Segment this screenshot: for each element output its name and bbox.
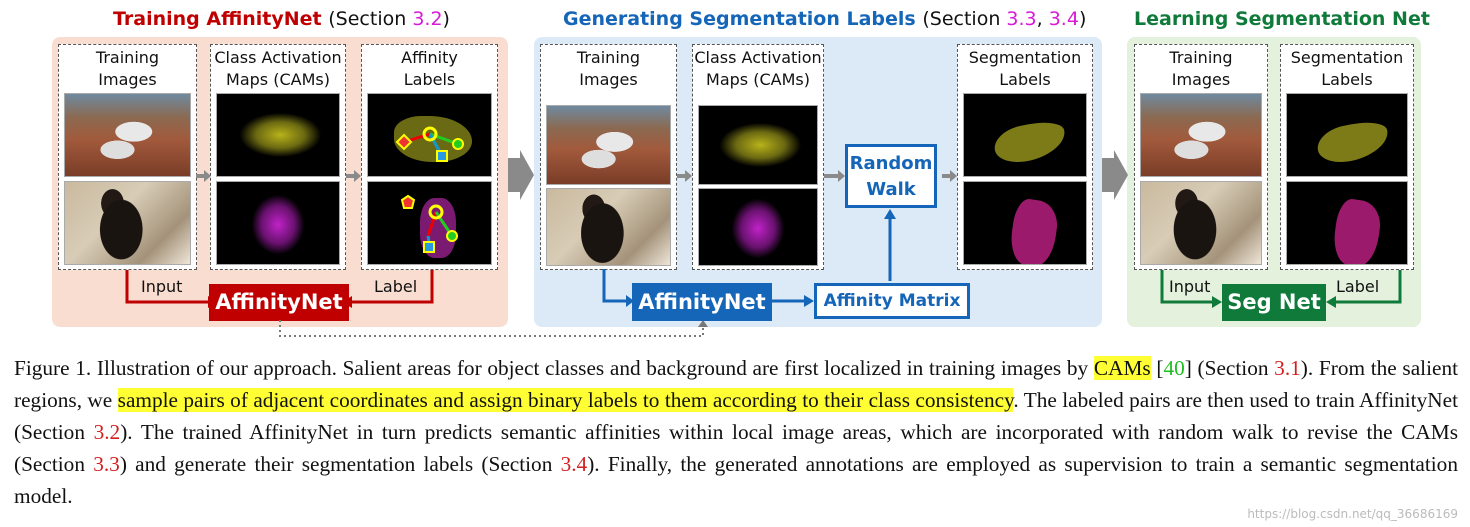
column-training-images: Training Images [1134,44,1268,270]
title-main: Training AffinityNet [113,8,322,30]
cam-bird [698,105,818,185]
caption-text: [ [1150,356,1164,380]
caption-text: ). Finally, the generated annotations ar… [14,452,1458,508]
segmentation-label-horse [1286,181,1408,265]
title-section: (Section [328,8,413,30]
caption-citation[interactable]: 40 [1163,356,1185,380]
panel-title-generating: Generating Segmentation Labels (Section … [563,8,1086,30]
label-label: Label [1336,277,1380,296]
segmentation-label-bird [963,93,1087,177]
caption-section-ref[interactable]: 3.1 [1274,356,1301,380]
column-header: Training Images [576,48,641,89]
cam-horse [698,188,818,266]
flow-arrow [824,170,845,182]
caption-text: . The labeled pairs are then used to tra… [14,388,1458,444]
column-segmentation-labels: Segmentation Labels [1280,44,1414,270]
blue-flow-arrows [602,209,896,307]
column-training-images: Training Images [540,44,677,270]
caption-highlight: CAMs [1093,356,1151,380]
column-header: Class Activation Maps (CAMs) [694,48,822,89]
affinitynet-infer-box: AffinityNet [632,283,772,321]
dotted-connector [279,320,708,337]
column-header: Segmentation Labels [1290,48,1404,89]
horse-image [1140,181,1262,265]
affinity-matrix-box: Affinity Matrix [814,283,970,319]
cam-horse [216,181,340,265]
caption-text: ). From the salient regions, we [14,356,1459,412]
input-label: Input [141,277,183,296]
panel-title-training: Training AffinityNet (Section 3.2) [113,8,450,30]
column-training-images: Training Images [58,44,197,270]
title-main: Learning Segmentation Net [1134,8,1430,30]
affinity-label-horse [367,181,492,265]
segmentation-label-bird [1286,93,1408,177]
bird-image [546,105,671,185]
column-cams: Class Activation Maps (CAMs) [210,44,346,270]
caption-section-ref[interactable]: 3.3 [93,452,120,476]
figure-caption: Figure 1. Illustration of our approach. … [14,352,1458,512]
title-end: ) [1078,8,1087,30]
panel-title-learning: Learning Segmentation Net [1134,8,1430,30]
panel-transition-arrow [508,150,534,200]
title-ref: 3.2 [412,8,443,30]
panel-transition-arrow [1102,150,1128,200]
flow-arrow [942,170,957,182]
title-main: Generating Segmentation Labels [563,8,916,30]
input-label: Input [1169,277,1211,296]
cam-bird [216,93,340,177]
horse-image [546,188,671,266]
affinity-pairs-graph [400,194,458,253]
title-sep: , [1036,8,1049,30]
caption-section-ref[interactable]: 3.4 [560,452,588,476]
column-segmentation-labels: Segmentation Labels [957,44,1093,270]
flow-arrow [677,170,692,182]
segmentation-label-horse [963,181,1087,265]
flow-arrow [196,170,211,182]
column-affinity-labels: Affinity Labels [361,44,498,270]
affinity-pairs-graph [395,126,464,162]
random-walk-box: Random Walk [845,144,937,208]
column-header: Affinity Labels [401,48,458,89]
caption-text: ). The trained AffinityNet in turn predi… [14,420,1458,476]
column-cams: Class Activation Maps (CAMs) [692,44,824,270]
title-end: ) [442,8,450,30]
affinitynet-train-box: AffinityNet [209,284,349,321]
bird-image [64,93,191,177]
column-header: Training Images [95,48,160,89]
title-ref: 3.4 [1048,8,1079,30]
column-header: Class Activation Maps (CAMs) [214,48,342,89]
affinity-label-bird [367,93,492,177]
label-label: Label [374,277,418,296]
column-header: Training Images [1169,48,1233,89]
title-section: (Section [922,8,1007,30]
input-label-arrows [1160,270,1402,308]
title-ref: 3.3 [1006,8,1037,30]
caption-section-ref[interactable]: 3.2 [93,420,121,444]
bird-image [1140,93,1262,177]
caption-text: ) and generate their segmentation labels… [119,452,561,476]
caption-text: Figure 1. Illustration of our approach. … [14,356,1094,380]
column-header: Segmentation Labels [968,48,1082,89]
seg-net-box: Seg Net [1222,284,1326,321]
flow-arrow [346,170,361,182]
caption-highlight: sample pairs of adjacent coordinates and… [117,388,1014,412]
caption-text: ] (Section [1184,356,1275,380]
horse-image [64,181,191,265]
watermark: https://blog.csdn.net/qq_36686169 [1247,507,1458,521]
